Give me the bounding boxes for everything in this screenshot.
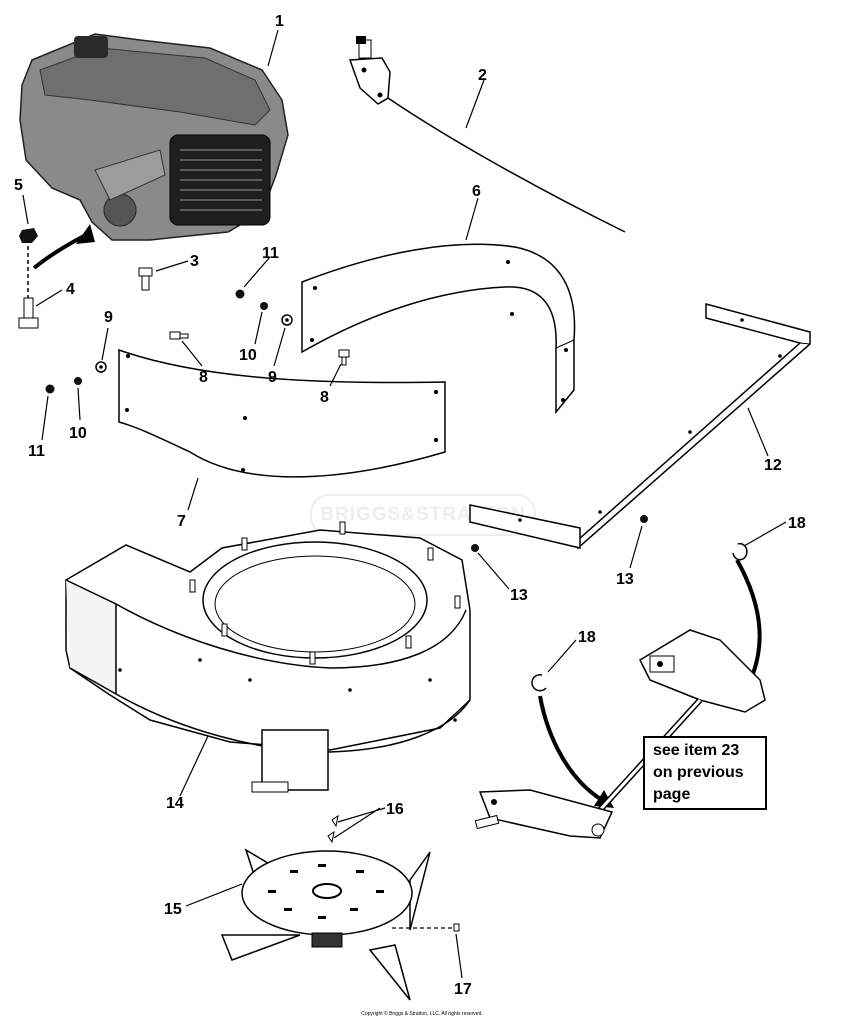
callout-13b: 13 (616, 571, 634, 588)
nut-part (260, 302, 268, 310)
retaining-clip-part (732, 542, 748, 561)
bolt-part (338, 349, 350, 366)
callout-4: 4 (66, 281, 75, 298)
callout-2: 2 (478, 67, 487, 84)
note-line-3: page (653, 786, 691, 803)
callout-10a: 10 (239, 347, 257, 364)
callout-9a: 9 (104, 309, 113, 326)
reference-note-box: see item 23 on previous page (643, 736, 767, 810)
callout-7: 7 (177, 513, 186, 530)
callout-12: 12 (764, 457, 782, 474)
screw-part (471, 544, 479, 552)
callout-3: 3 (190, 253, 199, 270)
callout-5: 5 (14, 177, 23, 194)
callout-9b: 9 (268, 369, 277, 386)
leader-lines (22, 29, 787, 979)
nut-part (74, 377, 82, 385)
bolt-part (169, 331, 189, 340)
nut-part (45, 384, 55, 394)
note-line-1: see item 23 (653, 742, 740, 759)
callout-8b: 8 (320, 389, 329, 406)
retaining-clip-part (531, 673, 547, 692)
callout-11b: 11 (28, 443, 45, 460)
washer-part (281, 314, 293, 326)
callout-18a: 18 (788, 515, 806, 532)
note-line-2: on previous (653, 764, 744, 781)
blower-housing-part (65, 521, 471, 793)
curved-shield-part (301, 243, 576, 415)
impeller-fan-part (220, 848, 431, 1001)
curved-plate-part (118, 348, 446, 478)
throttle-control-part (348, 36, 626, 233)
assembly-arrow (538, 695, 604, 802)
nut-part (19, 228, 38, 243)
callout-15: 15 (164, 901, 182, 918)
callout-10b: 10 (69, 425, 87, 442)
washer-part (95, 361, 107, 373)
callout-17: 17 (454, 981, 472, 998)
callout-11a: 11 (262, 245, 279, 262)
callout-14: 14 (166, 795, 184, 812)
copyright-notice: Copyright © Briggs & Stratton, LLC. All … (361, 1011, 483, 1017)
frame-bracket-part (469, 303, 811, 550)
callout-1: 1 (275, 13, 284, 30)
callout-16: 16 (386, 801, 404, 818)
callout-13a: 13 (510, 587, 528, 604)
assembly-arrow (32, 234, 85, 270)
bolt-part (18, 297, 39, 329)
callout-8a: 8 (199, 369, 208, 386)
screw-part (640, 515, 648, 523)
callout-6: 6 (472, 183, 481, 200)
pin-part (453, 923, 460, 932)
key-part (327, 814, 339, 844)
bolt-part (138, 267, 153, 291)
nut-part (235, 289, 245, 299)
callout-labels: 1 2 3 4 5 6 7 8 8 9 9 10 10 11 11 12 13 … (14, 13, 806, 998)
engine-part (19, 33, 289, 241)
callout-18b: 18 (578, 629, 596, 646)
